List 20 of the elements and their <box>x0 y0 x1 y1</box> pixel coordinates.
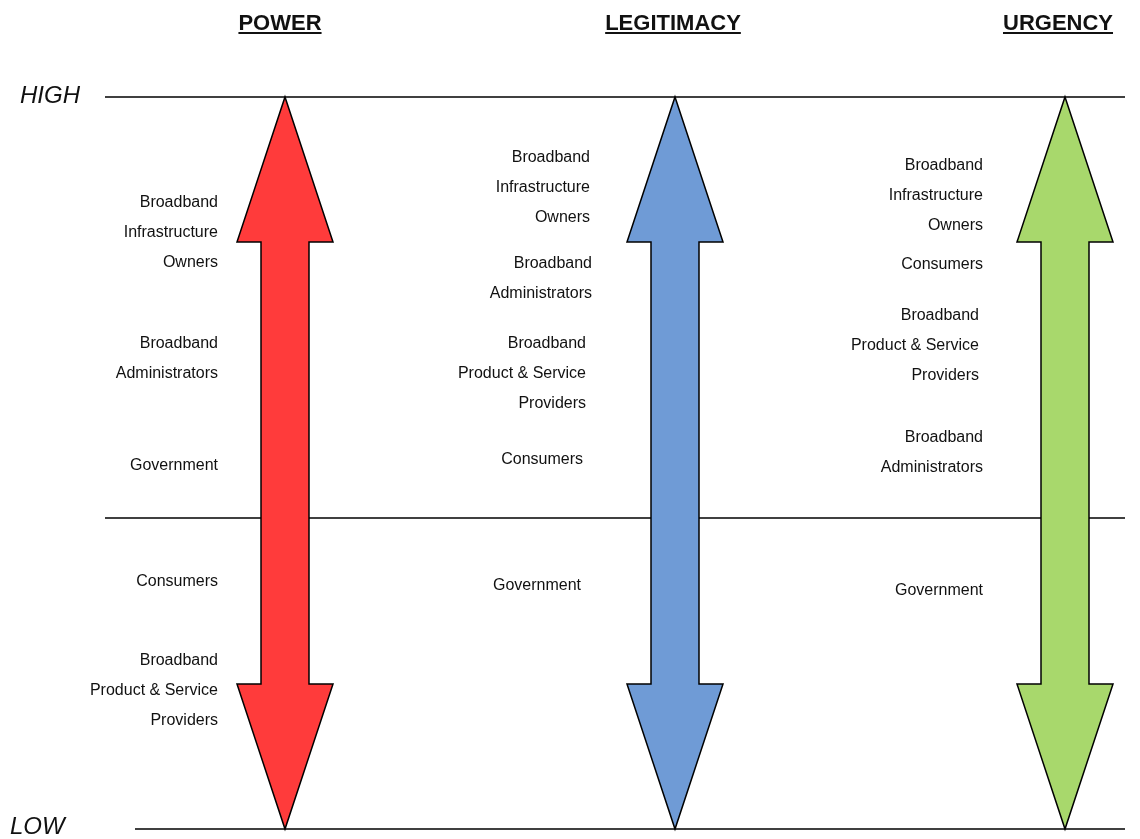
stakeholder-label: Broadband Infrastructure Owners <box>122 192 218 272</box>
stakeholder-label: Government <box>491 575 581 595</box>
column-heading: LEGITIMACY <box>605 10 741 36</box>
stakeholder-label: Broadband Product & Service Providers <box>456 333 586 413</box>
stakeholder-label: Broadband Product & Service Providers <box>849 305 979 385</box>
stakeholder-label: Broadband Administrators <box>488 253 592 303</box>
column-heading: POWER <box>238 10 322 36</box>
column-heading: URGENCY <box>1003 10 1113 36</box>
stakeholder-label: Consumers <box>900 254 983 274</box>
axis-label: HIGH <box>20 81 80 109</box>
axis-label: LOW <box>10 812 65 839</box>
stakeholder-label: Consumers <box>135 571 218 591</box>
stakeholder-label: Broadband Infrastructure Owners <box>887 155 983 235</box>
stakeholder-label: Broadband Product & Service Providers <box>88 650 218 730</box>
stakeholder-label: Broadband Infrastructure Owners <box>494 147 590 227</box>
stakeholder-label: Broadband Administrators <box>114 333 218 383</box>
stakeholder-label: Broadband Administrators <box>879 427 983 477</box>
stakeholder-label: Government <box>893 580 983 600</box>
stakeholder-label: Government <box>128 455 218 475</box>
stakeholder-label: Consumers <box>500 449 583 469</box>
